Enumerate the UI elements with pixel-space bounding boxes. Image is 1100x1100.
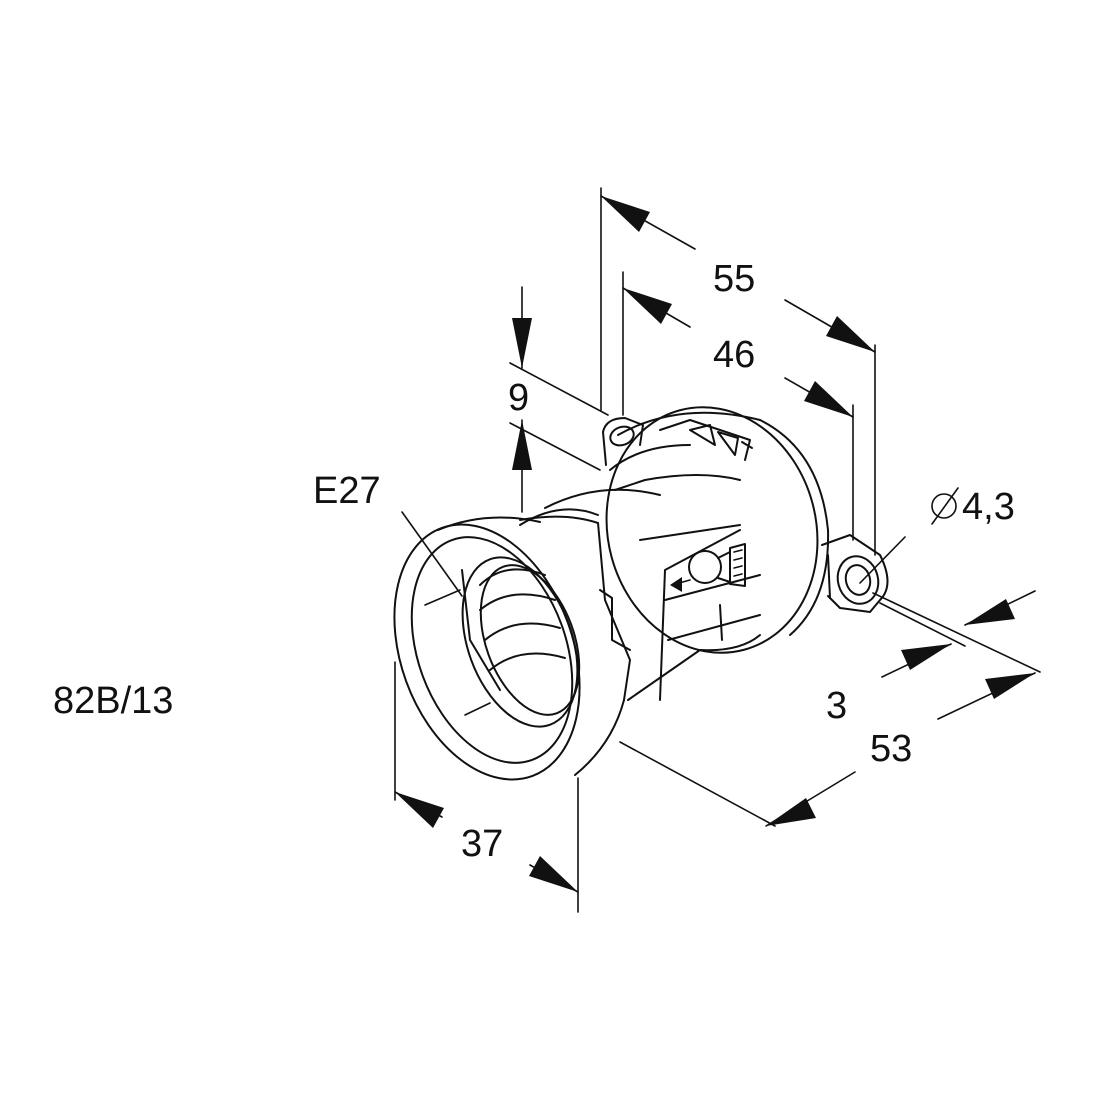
dim-depth-label: 53 [870,728,912,770]
lamp-socket-body [393,406,889,781]
dim-hole-diameter-label: 4,3 [962,486,1015,528]
dim-flange-label: 9 [508,377,529,419]
bulb-icon [670,543,746,592]
socket-type-label: E27 [313,470,381,512]
dim-front-diameter-label: 37 [461,823,503,865]
diameter-icon [931,487,959,525]
dimension-lines [394,187,1041,913]
dim-hole-spacing-label: 46 [713,334,755,376]
part-number: 82B/13 [53,680,173,722]
dim-ring-width-label: 3 [826,685,847,727]
dim-overall-length-label: 55 [713,258,755,300]
